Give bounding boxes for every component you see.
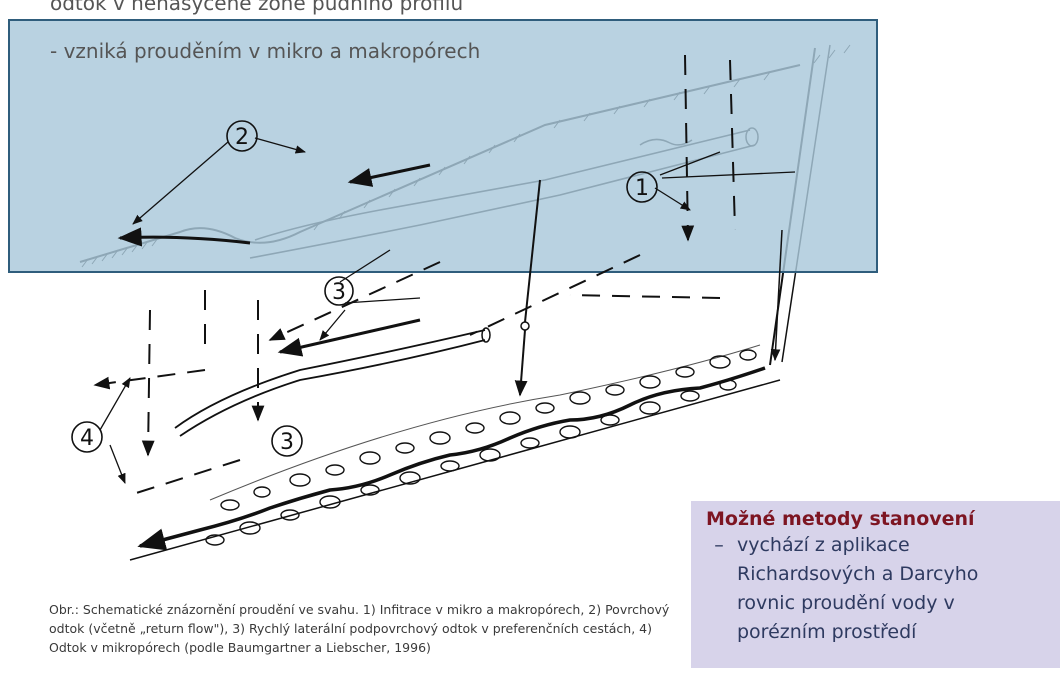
lateral-dashed-flows: [95, 255, 720, 495]
marker-3-upper: 3: [325, 277, 353, 305]
svg-text:1: 1: [635, 176, 649, 201]
svg-text:3: 3: [280, 430, 294, 455]
info-box: Možné metody stanovení – vychází z aplik…: [691, 501, 1060, 668]
info-title: Možné metody stanovení: [706, 508, 1050, 530]
bullet-dash: –: [701, 531, 737, 647]
deep-infiltration-2: [520, 330, 525, 395]
pore-node: [521, 322, 529, 330]
slide-text-line-1: odtok v nenasycené zóně půdního profilu: [50, 0, 463, 15]
marker-4: 4: [72, 422, 102, 452]
slide-text-line-2: - vzniká prouděním v mikro a makropórech: [50, 39, 480, 63]
marker-3-lower: 3: [272, 426, 302, 456]
svg-text:4: 4: [80, 426, 94, 451]
figure-caption: Obr.: Schematické znázornění proudění ve…: [49, 600, 689, 657]
svg-text:3: 3: [332, 280, 346, 305]
svg-text:2: 2: [235, 125, 249, 150]
bedrock-line: [130, 380, 780, 560]
preferential-pipe: [175, 330, 485, 436]
info-body: – vychází z aplikace Richardsových a Dar…: [701, 531, 1050, 647]
info-text: vychází z aplikace Richardsových a Darcy…: [737, 531, 1027, 647]
pipe-end: [482, 328, 490, 342]
